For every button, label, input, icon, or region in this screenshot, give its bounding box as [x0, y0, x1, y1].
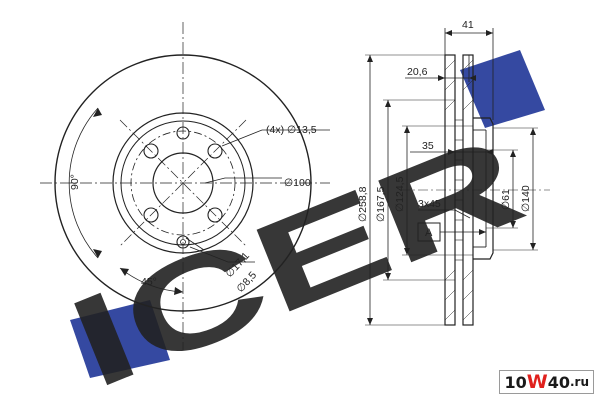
- icer-watermark: ICER: [52, 50, 545, 400]
- badge-part-2: W: [526, 371, 548, 393]
- diameter-61-label: ∅61: [500, 189, 512, 210]
- badge-part-3: 40: [547, 372, 570, 392]
- section-hatching: [444, 59, 474, 321]
- pin-hole-bottom-inner: [180, 239, 186, 245]
- chamfer-label: 3x45: [418, 198, 441, 210]
- bolt-hole-top-left: [143, 143, 159, 159]
- diameter-124-5-label: ∅124,5: [394, 176, 406, 212]
- bolt-hole-top-right: [207, 143, 223, 159]
- watermark-text: ICER: [52, 107, 541, 400]
- side-section-view: [365, 28, 550, 326]
- pin-hole-leader: [189, 246, 255, 263]
- centerline-diag-1: [119, 119, 247, 247]
- centerline-diag-2: [119, 119, 247, 247]
- center-bore-label: ∅100: [284, 177, 311, 189]
- pin-hole-top: [176, 126, 190, 140]
- thickness-20-6-label: 20,6: [407, 66, 428, 78]
- bore-callout-leader: [204, 177, 282, 184]
- angle-90-label: 90°: [69, 174, 81, 190]
- hole-callout-leader: [221, 129, 330, 147]
- diameter-167-5-label: ∅167,5: [375, 186, 387, 222]
- cooling-vanes: [455, 119, 463, 261]
- hub-depth-35-label: 35: [422, 140, 434, 152]
- bolt-hole-bottom-left: [143, 207, 159, 223]
- datum-label: A: [425, 227, 433, 239]
- front-view: [40, 22, 330, 350]
- chamfer-leader: [418, 209, 471, 219]
- badge-part-1: 10: [504, 372, 527, 392]
- hub-hat-profile: [473, 117, 494, 260]
- bolt-hole-bottom-right: [207, 207, 223, 223]
- diameter-258-8-label: ∅258,8: [357, 186, 369, 222]
- angle-45-label: 45°: [141, 276, 157, 288]
- width-41-label: 41: [462, 19, 474, 31]
- badge-part-4: .ru: [569, 375, 589, 389]
- diameter-140-label: ∅140: [520, 185, 532, 212]
- hole-callout-label: (4x) ∅13,5: [266, 124, 317, 136]
- pin-hole-bottom: [176, 235, 190, 249]
- angle-90-arc: [68, 107, 99, 259]
